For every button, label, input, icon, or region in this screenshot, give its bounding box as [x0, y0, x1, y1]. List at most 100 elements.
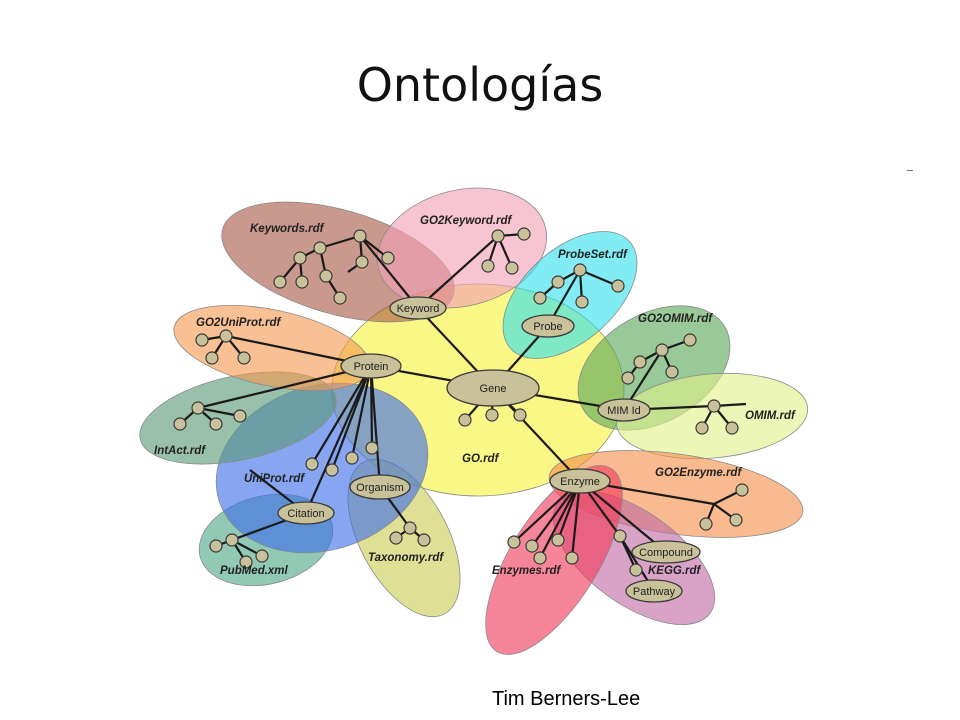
concept-label-citation: Citation — [287, 508, 324, 520]
diagram-node — [403, 521, 417, 535]
nodes-group — [173, 227, 749, 577]
diagram-node — [293, 251, 307, 265]
diagram-node — [481, 259, 495, 273]
concept-organism: Organism — [349, 474, 411, 500]
diagram-edge — [359, 235, 419, 309]
region-omim — [615, 372, 809, 460]
diagram-node — [417, 533, 431, 547]
diagram-node — [295, 275, 309, 289]
concept-label-protein: Protein — [354, 361, 389, 373]
diagram-edge — [570, 480, 582, 559]
diagram-node — [573, 263, 587, 277]
concept-label-probe: Probe — [533, 321, 562, 333]
concept-node-keyword — [389, 296, 447, 320]
diagram-node — [551, 533, 565, 547]
file-label-intact: IntAct.rdf — [154, 445, 206, 457]
diagram-node — [729, 513, 743, 527]
diagram-node — [485, 408, 499, 422]
diagram-node — [517, 227, 531, 241]
concept-label-pathway: Pathway — [633, 586, 676, 598]
concept-probe: Probe — [521, 314, 575, 338]
concept-node-citation — [277, 501, 335, 525]
diagram-node — [533, 291, 547, 305]
concept-node-probe — [521, 314, 575, 338]
diagram-edge — [539, 480, 581, 559]
diagram-node — [355, 255, 369, 269]
file-label-go: GO.rdf — [462, 453, 500, 465]
diagram-node — [325, 463, 339, 477]
concept-compound: Compound — [631, 540, 701, 564]
concept-node-mimid — [597, 398, 651, 422]
stray-mark — [907, 170, 913, 171]
author-caption: Tim Berners-Lee — [492, 688, 641, 710]
concept-label-keyword: Keyword — [397, 303, 440, 315]
concept-enzyme: Enzyme — [549, 468, 611, 494]
diagram-edge — [579, 268, 619, 288]
diagram-node — [695, 421, 709, 435]
slide-title: Ontologías — [356, 58, 604, 112]
diagram-node — [319, 269, 333, 283]
file-label-go2uniprot: GO2UniProt.rdf — [196, 317, 282, 329]
region-go2keyword — [376, 187, 548, 309]
diagram-node — [655, 343, 669, 357]
diagram-node — [507, 535, 521, 549]
diagram-node — [237, 351, 251, 365]
file-label-keywords: Keywords.rdf — [250, 223, 325, 235]
diagram-node — [525, 539, 539, 553]
diagram-node — [195, 333, 209, 347]
file-label-omim: OMIM.rdf — [745, 410, 796, 422]
concept-label-enzyme: Enzyme — [560, 476, 600, 488]
diagram-node — [707, 399, 721, 413]
concept-keyword: Keyword — [389, 296, 447, 320]
diagram-node — [735, 483, 749, 497]
diagram-edge — [197, 406, 241, 418]
concept-node-compound — [631, 540, 701, 564]
diagram-node — [225, 533, 239, 547]
diagram-node — [551, 275, 565, 289]
diagram-node — [233, 409, 247, 423]
diagram-node — [621, 371, 635, 385]
file-label-probeset: ProbeSet.rdf — [558, 249, 628, 261]
diagram-node — [613, 529, 627, 543]
concept-node-organism — [349, 474, 411, 500]
concept-node-pathway — [625, 579, 683, 603]
diagram-node — [205, 351, 219, 365]
diagram-node — [333, 291, 347, 305]
concept-label-organism: Organism — [356, 482, 404, 494]
diagram-edge — [304, 365, 373, 514]
diagram-node — [353, 229, 367, 243]
diagram-node — [633, 355, 647, 369]
diagram-node — [313, 241, 327, 255]
diagram-node — [491, 229, 505, 243]
diagram-edge — [350, 365, 373, 459]
concept-protein: Protein — [340, 353, 402, 379]
concept-node-gene — [446, 369, 540, 407]
concept-label-gene: Gene — [480, 383, 507, 395]
file-label-go2omim: GO2OMIM.rdf — [638, 313, 713, 325]
diagram-edge — [319, 234, 361, 250]
file-label-go2keyword: GO2Keyword.rdf — [420, 215, 513, 227]
diagram-edge — [311, 365, 372, 465]
diagram-node — [505, 261, 519, 275]
concept-node-enzyme — [549, 468, 611, 494]
file-label-taxonomy: Taxonomy.rdf — [368, 552, 444, 564]
diagram-node — [239, 555, 253, 569]
diagram-node — [629, 563, 643, 577]
concept-pathway: Pathway — [625, 579, 683, 603]
diagram-node — [255, 549, 269, 563]
file-label-uniprot: UniProt.rdf — [244, 473, 305, 485]
diagram-node — [533, 551, 547, 565]
diagram-node — [575, 295, 589, 309]
diagram-node — [173, 417, 187, 431]
diagram-node — [513, 408, 527, 422]
concept-gene: Gene — [446, 369, 540, 407]
diagram-node — [381, 251, 395, 265]
diagram-node — [683, 333, 697, 347]
diagram-node — [565, 551, 579, 565]
diagram-edge — [197, 364, 372, 410]
file-label-kegg: KEGG.rdf — [648, 565, 702, 577]
file-label-enzymes: Enzymes.rdf — [492, 565, 562, 577]
concept-mimid: MIM Id — [597, 398, 651, 422]
diagram-node — [699, 517, 713, 531]
